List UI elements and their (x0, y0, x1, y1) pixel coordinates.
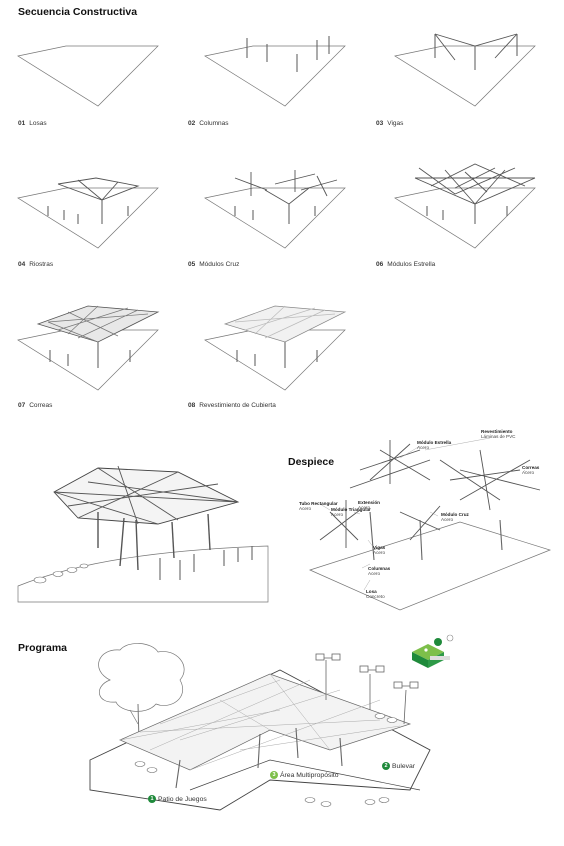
step-07-drawing (17, 305, 160, 391)
perspective-drawing (17, 465, 269, 603)
breakdown-title: Despiece (288, 456, 335, 468)
step-01-drawing (17, 45, 159, 107)
program-drawing (89, 643, 431, 811)
program-badge-1: 1 (148, 795, 156, 803)
exploded-drawing (309, 437, 552, 611)
program-title: Programa (18, 642, 68, 654)
program-key-diagram (412, 634, 454, 668)
step-03-drawing (394, 33, 536, 107)
step-04-drawing (17, 177, 159, 249)
step-08-drawing (204, 305, 347, 391)
program-badge-2: 2 (382, 762, 390, 770)
sequence-title: Secuencia Constructiva (18, 6, 138, 18)
program-badge-3: 3 (270, 771, 278, 779)
step-02-drawing (204, 36, 346, 107)
step-06-drawing (394, 163, 536, 249)
step-05-drawing (204, 170, 346, 249)
